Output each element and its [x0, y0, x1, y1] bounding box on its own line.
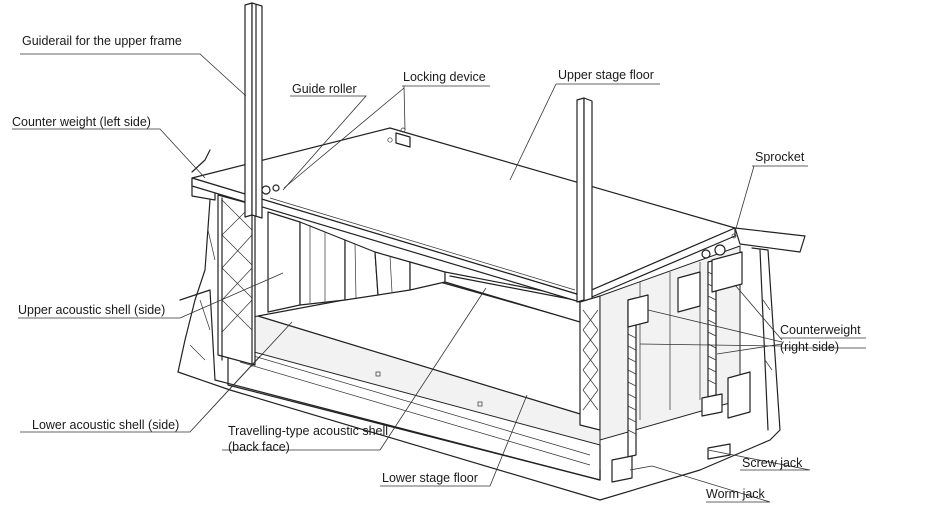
label-guiderail-upper-frame: Guiderail for the upper frame: [22, 34, 182, 48]
label-lower-acoustic-shell: Lower acoustic shell (side): [32, 418, 180, 432]
label-travelling-shell: Travelling-type acoustic shell: [228, 424, 389, 438]
label-travelling-shell-sub: (back face): [228, 440, 290, 454]
upper-stage-floor-structure: [191, 127, 737, 303]
leader-lines: [12, 53, 866, 503]
right-tower: [576, 97, 751, 483]
label-locking-device: Locking device: [403, 70, 486, 84]
label-upper-stage-floor: Upper stage floor: [558, 68, 654, 82]
label-worm-jack: Worm jack: [706, 487, 765, 501]
label-screw-jack: Screw jack: [742, 456, 803, 470]
label-counterweight-right: Counterweight: [780, 323, 861, 337]
label-sprocket: Sprocket: [755, 150, 805, 164]
left-tower: [217, 2, 280, 367]
label-guide-roller: Guide roller: [292, 82, 357, 96]
stage-pit: [177, 149, 806, 501]
label-counter-weight-left: Counter weight (left side): [12, 115, 151, 129]
acoustic-shells: [267, 211, 581, 323]
label-counterweight-right-sub: (right side): [780, 340, 840, 354]
label-upper-acoustic-shell: Upper acoustic shell (side): [18, 303, 166, 317]
label-lower-stage-floor: Lower stage floor: [382, 471, 478, 485]
